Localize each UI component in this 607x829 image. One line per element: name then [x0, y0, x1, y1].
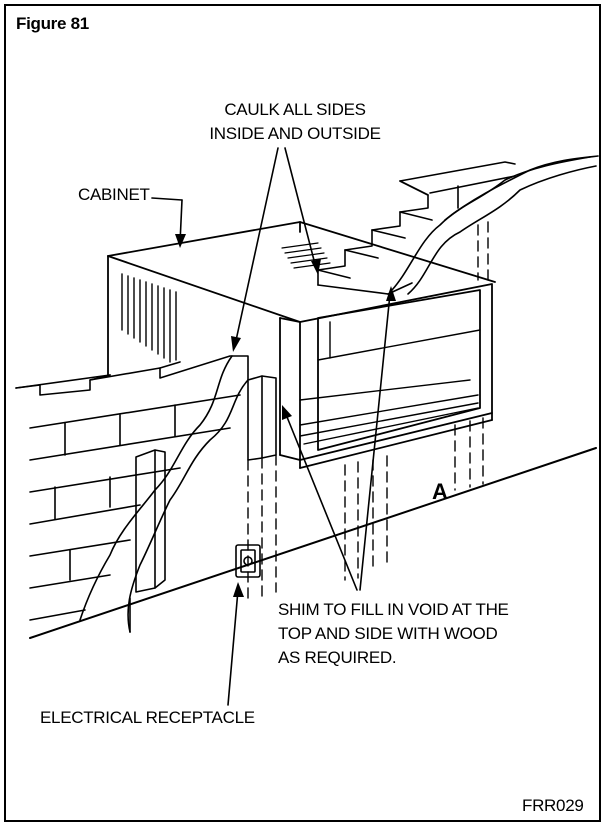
cabinet-front-frame — [279, 283, 493, 469]
caulk-label-line-2: INSIDE AND OUTSIDE — [209, 124, 381, 143]
shim-label-line-2: TOP AND SIDE WITH WOOD — [278, 624, 498, 643]
caulk-label-line-1: CAULK ALL SIDES — [224, 100, 366, 119]
upper-studs — [477, 221, 489, 283]
cabinet-label: CABINET — [78, 185, 150, 204]
leader-lines — [151, 147, 391, 706]
point-a-label: A — [432, 479, 448, 504]
cabinet-body — [107, 221, 496, 376]
shim-label: SHIM TO FILL IN VOID AT THE TOP AND SIDE… — [278, 598, 509, 670]
figure-frame — [4, 4, 601, 822]
shim-label-line-1: SHIM TO FILL IN VOID AT THE — [278, 600, 509, 619]
cabinet-side-vents — [121, 273, 177, 363]
electrical-receptacle — [235, 544, 261, 578]
left-brick-wall — [15, 355, 249, 633]
top-vent-grille — [281, 242, 331, 269]
cabinet-interior — [299, 321, 481, 445]
figure-code: FRR029 — [522, 796, 584, 815]
hidden-studs-dashed — [247, 417, 484, 601]
receptacle-label: ELECTRICAL RECEPTACLE — [40, 708, 255, 727]
caulk-label: CAULK ALL SIDES INSIDE AND OUTSIDE — [185, 98, 405, 146]
arrowheads — [175, 234, 396, 597]
figure-title: Figure 81 — [16, 14, 89, 33]
shim-label-line-3: AS REQUIRED. — [278, 648, 397, 667]
upper-brick-wall — [317, 155, 599, 295]
